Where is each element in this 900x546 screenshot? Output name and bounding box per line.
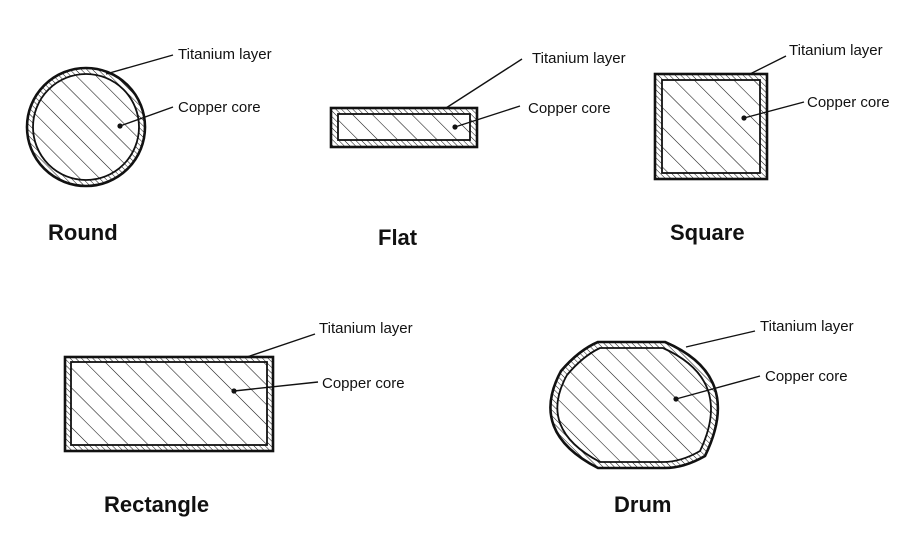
round-titanium-leader [105,54,174,75]
drum-copper-core [556,347,712,463]
square-titanium-leader [749,55,787,75]
flat-profile: Titanium layer Copper core Flat [329,50,626,250]
rectangle-profile: Titanium layer Copper core Rectangle [63,320,413,517]
flat-titanium-label: Titanium layer [532,50,626,67]
square-titanium-label: Titanium layer [789,42,883,59]
round-titanium-label: Titanium layer [178,46,272,63]
round-outer-outline [25,66,147,188]
square-copper-leader [743,101,805,119]
flat-title: Flat [378,225,418,250]
rectangle-titanium-leader [246,333,316,358]
flat-copper-leader [454,105,521,128]
round-copper-core [32,73,140,181]
flat-titanium-leader [445,58,523,109]
drum-copper-marker [673,396,679,402]
rectangle-titanium-label: Titanium layer [319,320,413,337]
rectangle-copper-leader [233,381,319,392]
square-title: Square [670,220,745,245]
square-copper-core [661,79,761,174]
drum-profile: Titanium layer Copper core Drum [549,318,854,517]
rectangle-title: Rectangle [104,492,209,517]
round-profile: Titanium layer Copper core Round [25,46,272,245]
flat-outer-outline [329,106,479,149]
flat-copper-label: Copper core [528,100,611,117]
square-outer-outline [653,72,769,181]
drum-titanium-label: Titanium layer [760,318,854,335]
rectangle-copper-core [70,361,268,446]
square-copper-marker [741,115,747,121]
round-title: Round [48,220,118,245]
flat-copper-core [337,113,471,141]
drum-outer-outline [549,340,720,470]
drum-copper-label: Copper core [765,368,848,385]
rectangle-copper-label: Copper core [322,375,405,392]
round-copper-label: Copper core [178,99,261,116]
square-profile: Titanium layer Copper core Square [653,42,890,245]
rectangle-outer-outline [63,355,275,453]
square-copper-label: Copper core [807,94,890,111]
drum-title: Drum [614,492,671,517]
drum-copper-leader [675,375,761,400]
round-copper-marker [117,123,123,129]
drum-titanium-leader [685,330,756,348]
rectangle-copper-marker [231,388,237,394]
flat-copper-marker [452,124,458,130]
round-copper-leader [119,106,174,127]
